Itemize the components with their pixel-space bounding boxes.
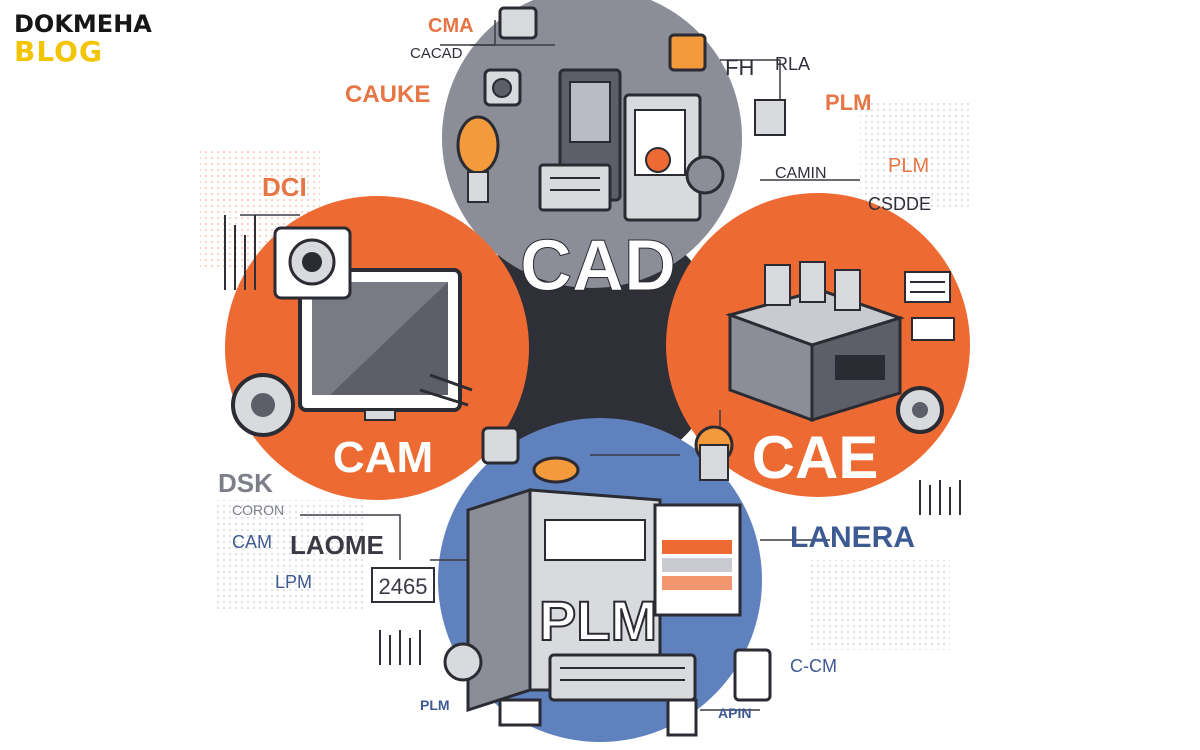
label-cam-side: CAM <box>232 532 272 552</box>
gear-icon <box>231 373 295 437</box>
label-dsk: DSK <box>218 468 273 498</box>
lamp-icon <box>456 115 500 203</box>
label-plm-bottom: PLM <box>420 697 450 713</box>
brand-logo: DOKMEHA BLOG <box>14 12 152 66</box>
label-lpm: LPM <box>275 572 312 592</box>
label-ccm: C-CM <box>790 656 837 676</box>
chip-icon <box>498 6 786 136</box>
brand-logo-line1: DOKMEHA <box>14 10 152 38</box>
plm-title: PLM <box>539 589 657 652</box>
cae-title: CAE <box>752 424 879 491</box>
label-coron: CORON <box>232 502 284 518</box>
computer-tower-icon <box>623 93 725 222</box>
device-icons <box>443 426 772 737</box>
decorative-bars <box>224 215 961 665</box>
label-fh: FH <box>725 55 754 80</box>
label-lanera: LANERA <box>790 521 915 554</box>
camera-icon <box>483 68 522 107</box>
label-rla: RLA <box>775 54 810 74</box>
panel-icon <box>904 271 955 341</box>
label-plm-right: PLM <box>888 155 929 177</box>
cad-title: CAD <box>520 226 676 306</box>
label-plm-top: PLM <box>825 90 871 115</box>
label-laome: LAOME <box>290 530 384 560</box>
brand-logo-line2: BLOG <box>14 35 103 68</box>
dot-field-right <box>810 100 970 650</box>
label-dci: DCI <box>262 172 307 202</box>
stylus-tools <box>419 373 473 407</box>
label-cauke: CAUKE <box>345 81 430 108</box>
server-icon <box>538 68 622 212</box>
computer-tower-icon-plm <box>466 487 662 713</box>
monitor-icon <box>298 268 462 421</box>
label-apin: APIN <box>718 705 751 721</box>
machine-block-icon <box>725 261 905 423</box>
cam-title: CAM <box>333 433 433 482</box>
spreadsheet-monitor-icon <box>653 503 742 617</box>
label-csdde: CSDDE <box>868 194 931 214</box>
surrounding-labels: CMA CACAD CAUKE DCI FH RLA PLM PLM CAMIN… <box>218 15 931 721</box>
label-2465: 2465 <box>379 574 428 599</box>
label-box-2465 <box>371 567 435 603</box>
lamp-icon-plm <box>532 425 734 484</box>
headphone-icon <box>896 386 944 434</box>
label-cma: CMA <box>428 15 474 37</box>
camera-lens-icon <box>273 226 352 300</box>
label-camin: CAMIN <box>775 165 827 182</box>
keyboard-icon <box>548 653 697 702</box>
label-cacad: CACAD <box>410 45 463 62</box>
central-core <box>462 215 722 475</box>
